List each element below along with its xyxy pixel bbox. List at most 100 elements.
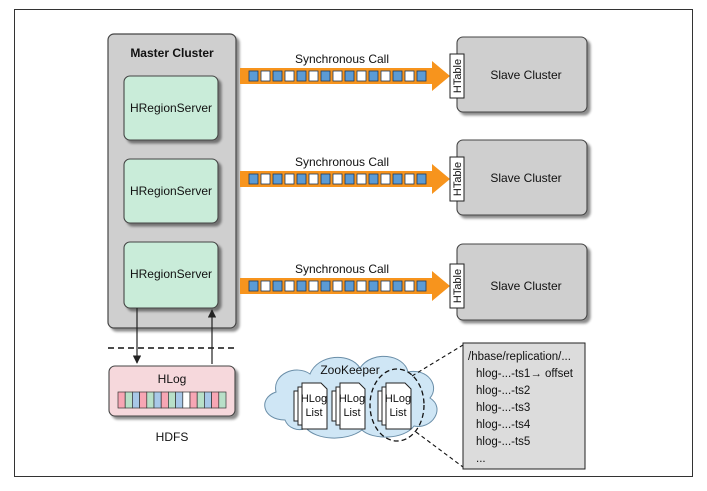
call-row-2: Synchronous Call Slave Cluster HTable [240, 139, 588, 216]
packet-square [284, 280, 295, 292]
packet-square [248, 280, 259, 292]
htable-2: HTable [449, 156, 465, 202]
callout-line-bottom [415, 431, 464, 468]
hdfs-label: HDFS [156, 430, 189, 444]
htable-label: HTable [452, 269, 464, 303]
packet-square [260, 173, 271, 185]
htable-1: HTable [449, 53, 465, 99]
slave-cluster-label: Slave Cluster [490, 68, 561, 82]
packet-square [392, 70, 403, 82]
slave-cluster-2: Slave Cluster [456, 139, 588, 216]
packet-square [284, 173, 295, 185]
callout-line-top [411, 344, 464, 377]
packet-square [380, 173, 391, 185]
call-row-1: Synchronous Call Slave Cluster HTable [240, 36, 588, 113]
htable-label: HTable [452, 59, 464, 93]
packet-square [320, 70, 331, 82]
doc-line1: HLog [339, 393, 365, 405]
hlog-entry-cell [175, 391, 184, 409]
master-cluster-title: Master Cluster [130, 46, 214, 60]
packet-square [296, 173, 307, 185]
packet-square [404, 173, 415, 185]
call-row-3: Synchronous Call Slave Cluster HTable [240, 243, 588, 321]
packet-square [368, 280, 379, 292]
slave-cluster-label: Slave Cluster [490, 171, 561, 185]
slave-cluster-label: Slave Cluster [490, 279, 561, 293]
packet-square [332, 70, 343, 82]
htable-label: HTable [452, 162, 464, 196]
packet-square [308, 280, 319, 292]
packet-square [248, 173, 259, 185]
callout-ellipse [369, 368, 425, 442]
znode-entry: hlog-...-ts4 [476, 419, 531, 431]
hlog-entry-cell [189, 391, 198, 409]
packet-square [404, 70, 415, 82]
packet-square [344, 280, 355, 292]
doc-line1: HLog [301, 393, 327, 405]
hlog-entry-cell [196, 391, 205, 409]
packet-square [380, 70, 391, 82]
slave-cluster-1: Slave Cluster [456, 36, 588, 113]
packet-strip [248, 173, 427, 185]
packet-square [320, 280, 331, 292]
slave-cluster-3: Slave Cluster [456, 243, 588, 321]
packet-square [272, 173, 283, 185]
packet-square [380, 280, 391, 292]
call-label: Synchronous Call [295, 262, 389, 276]
packet-square [416, 280, 427, 292]
packet-square [368, 173, 379, 185]
znode-entry: ... [476, 453, 486, 465]
zookeeper-title: ZooKeeper [320, 363, 379, 377]
hlog-entry-cell [132, 391, 140, 409]
packet-square [356, 173, 367, 185]
packet-square [392, 173, 403, 185]
znode-entry: hlog-...-ts2 [476, 385, 530, 397]
regionserver-3: HRegionServer [123, 241, 219, 309]
packet-square [344, 70, 355, 82]
hlog-list-doc-1: HLog List [293, 382, 328, 430]
hlog-entry-cell [168, 391, 176, 409]
packet-square [356, 70, 367, 82]
hlog-entry-cell [218, 391, 227, 409]
hlog-entry-cell [182, 391, 191, 409]
packet-square [260, 70, 271, 82]
hlog-entry-cell [160, 391, 169, 409]
packet-square [356, 280, 367, 292]
hlog-entry-cell [211, 391, 220, 409]
packet-square [344, 173, 355, 185]
figure-frame [14, 9, 693, 477]
packet-square [308, 173, 319, 185]
packet-strip [248, 70, 427, 82]
hlog-entry-cell [124, 391, 133, 409]
hlog-entry-cell [139, 391, 148, 409]
packet-square [392, 280, 403, 292]
packet-strip [248, 280, 427, 292]
call-label: Synchronous Call [295, 155, 389, 169]
packet-square [332, 280, 343, 292]
packet-square [296, 280, 307, 292]
znode-entry: hlog-...-ts5 [476, 436, 530, 448]
doc-line2: List [389, 407, 406, 419]
doc-line2: List [305, 407, 322, 419]
packet-square [260, 280, 271, 292]
regionserver-1: HRegionServer [123, 75, 219, 141]
regionserver-label: HRegionServer [130, 101, 212, 115]
call-label: Synchronous Call [295, 52, 389, 66]
znode-path: /hbase/replication/... [468, 351, 571, 363]
packet-square [248, 70, 259, 82]
packet-square [332, 173, 343, 185]
packet-square [296, 70, 307, 82]
packet-square [320, 173, 331, 185]
packet-square [368, 70, 379, 82]
regionserver-label: HRegionServer [130, 267, 212, 281]
hlog-entry-cell [153, 391, 162, 409]
hlog-title: HLog [158, 372, 187, 386]
packet-square [272, 280, 283, 292]
doc-line1: HLog [385, 393, 411, 405]
packet-square [404, 280, 415, 292]
hlog-list-doc-2: HLog List [331, 382, 366, 430]
doc-line2: List [343, 407, 360, 419]
packet-square [308, 70, 319, 82]
hlog-list-doc-3: HLog List [377, 382, 412, 430]
